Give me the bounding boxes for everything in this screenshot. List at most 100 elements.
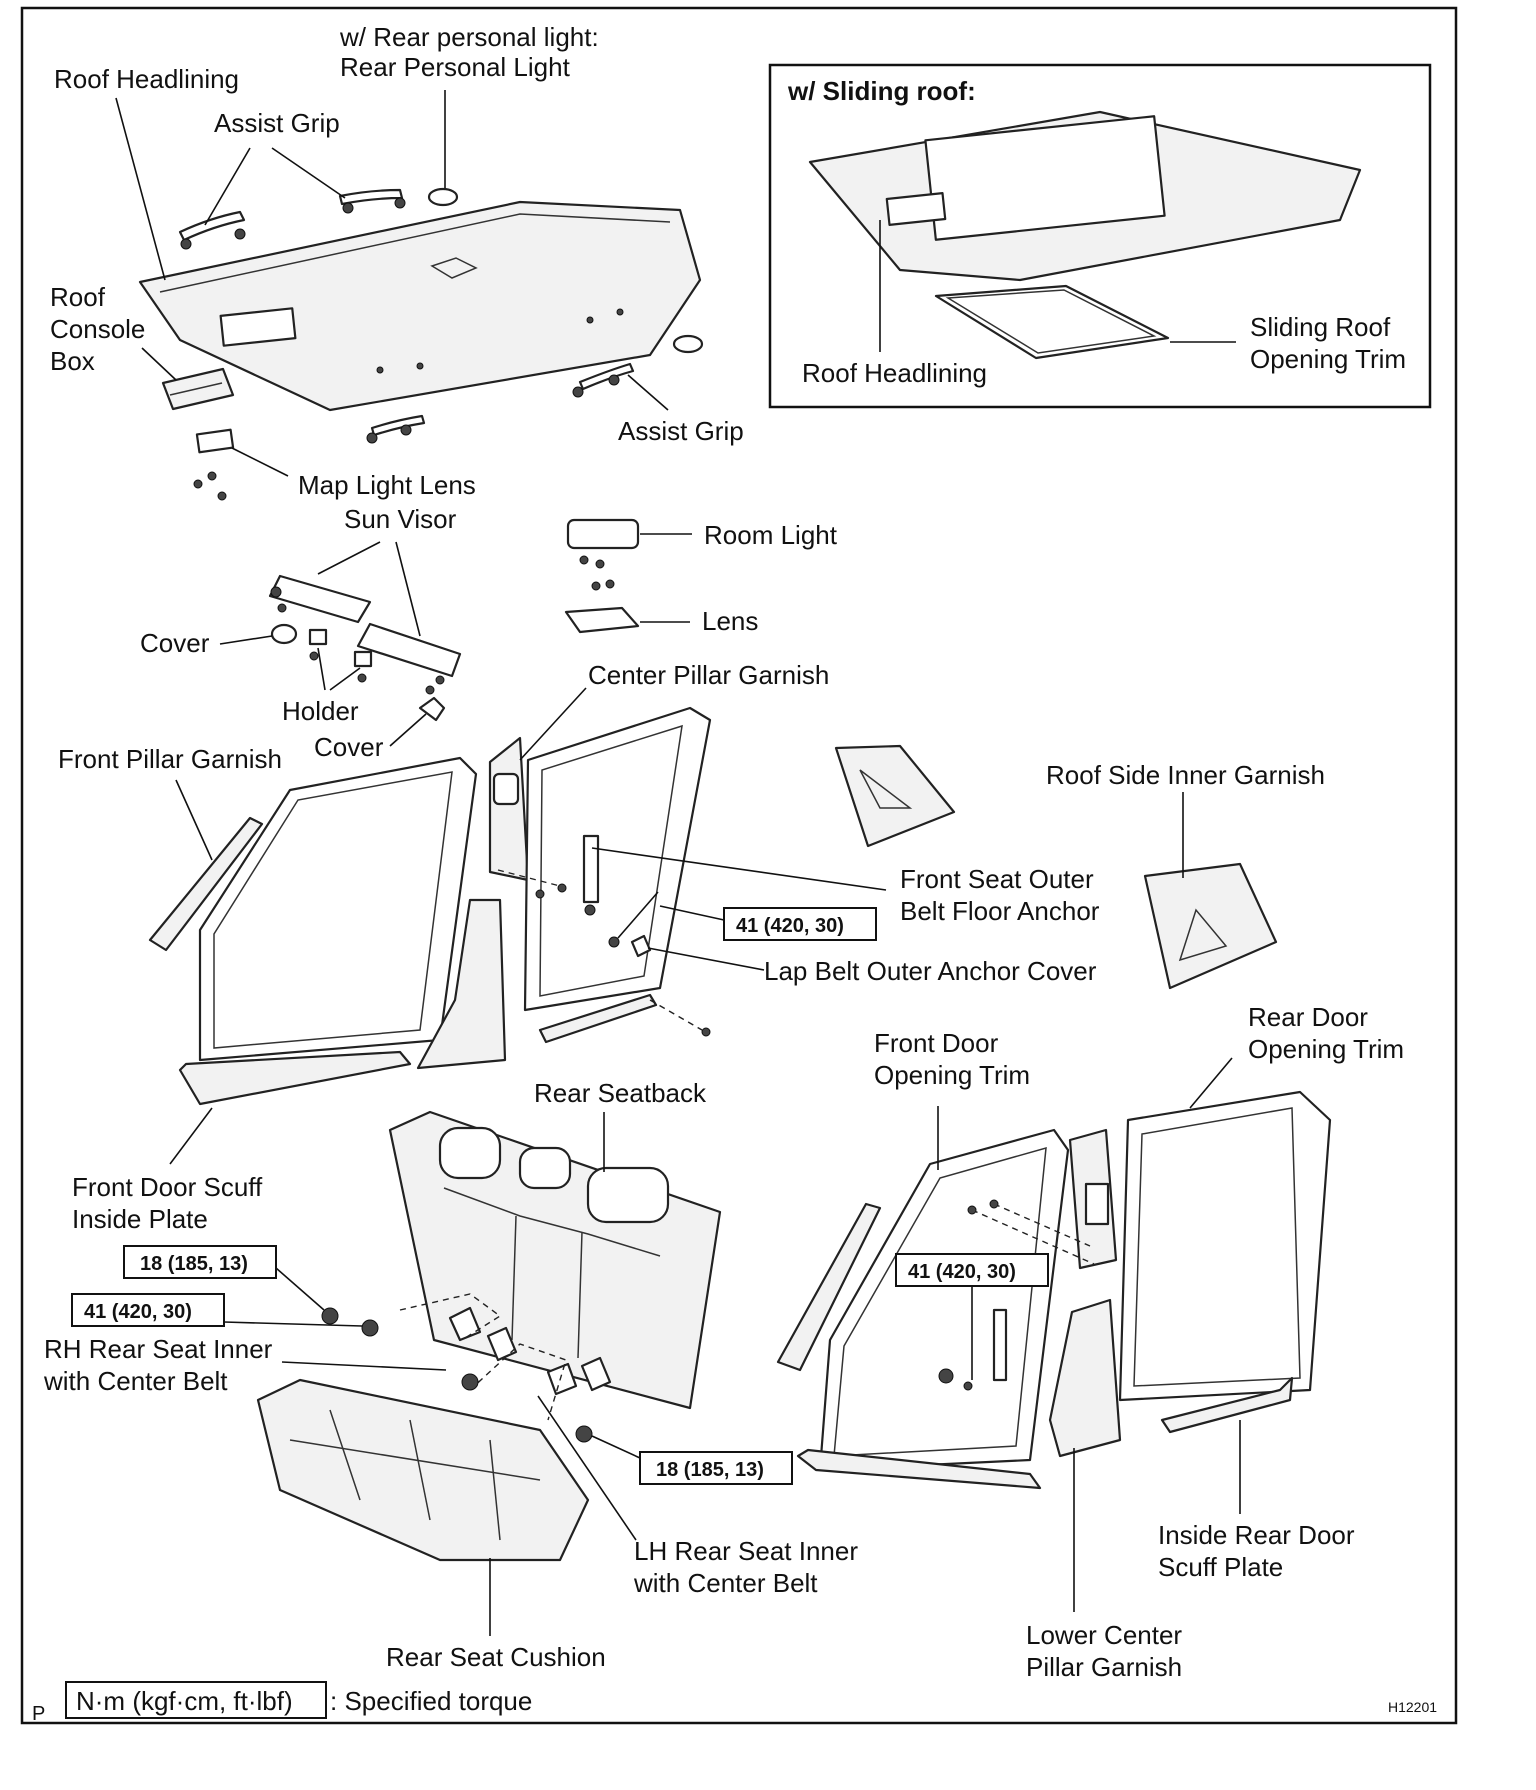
leader-rh-seat [281,1361,447,1371]
leader-assist-grip-2 [271,147,346,199]
label-rear-door-trim-1: Rear Door [1248,1002,1368,1032]
room-light-part [566,518,640,591]
map-light-lens-part [193,428,235,501]
torque-box-rear-belt: 41 (420, 30) [895,1253,1049,1287]
label-lower-center-1: Lower Center [1026,1620,1182,1650]
label-assist-grip-right: Assist Grip [618,416,744,446]
label-rh-rear-seat-2: with Center Belt [43,1366,228,1396]
leader-rear-door-trim [1189,1057,1233,1109]
leader-scuff [169,1107,213,1165]
label-lh-rear-seat-1: LH Rear Seat Inner [634,1536,858,1566]
label-inside-rear-scuff-2: Scuff Plate [1158,1552,1283,1582]
legend-unit-box: N·m (kgf·cm, ft·lbf) [76,1686,293,1716]
cover-part-left [270,623,298,645]
label-rh-rear-seat-1: RH Rear Seat Inner [44,1334,273,1364]
label-rear-seatback: Rear Seatback [534,1078,707,1108]
torque-legend: N·m (kgf·cm, ft·lbf) : Specified torque [65,1681,532,1719]
label-sliding-roof-title: w/ Sliding roof: [787,76,976,106]
leader-console [141,347,177,381]
assist-grip-right-part [572,334,704,398]
leader-torque-3 [223,1321,363,1327]
assist-grip-bottom-part [366,414,426,444]
label-lens: Lens [702,606,758,636]
legend-text: : Specified torque [330,1686,532,1716]
leader-roof-headlining [115,97,166,281]
torque-box-seat-upper: 18 (185, 13) [123,1245,277,1279]
label-sun-visor: Sun Visor [344,504,457,534]
label-front-door-scuff-2: Inside Plate [72,1204,208,1234]
rear-door-opening-trim-left [523,706,712,1012]
leader-front-seat-outer [591,847,887,891]
svg-text:41 (420, 30): 41 (420, 30) [908,1261,1016,1283]
svg-text:41 (420, 30): 41 (420, 30) [84,1301,192,1323]
torque-box-front-belt: 41 (420, 30) [723,907,877,941]
label-sliding-roof-headlining: Roof Headlining [802,358,987,388]
rear-personal-light-part [427,187,459,207]
seat-bolt-2 [361,1319,379,1337]
label-front-door-scuff-1: Front Door Scuff [72,1172,263,1202]
label-room-light: Room Light [704,520,838,550]
label-front-pillar-garnish: Front Pillar Garnish [58,744,282,774]
center-pillar-garnish-part [488,736,530,882]
leader-torque-2 [275,1267,325,1311]
front-door-scuff-part [178,1050,412,1106]
front-pillar-garnish-right-part [776,1202,882,1372]
label-rear-personal-light-2: Rear Personal Light [340,52,571,82]
leader-torque-4 [591,1435,641,1459]
label-rear-seat-cushion: Rear Seat Cushion [386,1642,606,1672]
seat-inner-belts-part [399,1293,612,1421]
assist-grip-top-right [338,188,406,214]
rear-seatback-part [388,1110,722,1410]
labels-layer: Roof Headlining Assist Grip w/ Rear pers… [43,22,1406,1682]
leader-map-light [231,447,289,477]
leader-lh-seat [537,1395,637,1541]
rear-belt-right-part [938,1308,1008,1391]
rear-door-opening-trim-right [1118,1090,1332,1402]
leader-assist-grip-right [627,374,669,411]
roof-side-garnish-upper-part [834,744,956,848]
front-door-opening-trim-left [198,756,478,1062]
leader-lap-belt [647,947,765,971]
label-inside-rear-scuff-1: Inside Rear Door [1158,1520,1355,1550]
label-rear-door-trim-2: Opening Trim [1248,1034,1404,1064]
label-center-pillar-garnish: Center Pillar Garnish [588,660,829,690]
label-roof-console-2: Console [50,314,145,344]
lap-belt-cover-part [630,934,652,958]
label-front-seat-outer-2: Belt Floor Anchor [900,896,1100,926]
label-sliding-roof-trim-2: Opening Trim [1250,344,1406,374]
front-seat-outer-belt-part [582,834,620,948]
roof-console-box-part [161,367,235,411]
label-cover-bottom: Cover [314,732,384,762]
sun-visor-right-part [356,622,462,695]
label-roof-console-3: Box [50,346,95,376]
holder-parts [308,628,373,683]
leader-torque-1 [659,905,725,921]
label-holder: Holder [282,696,359,726]
roof-side-inner-garnish-part [1143,862,1278,990]
dashed-rear-pillar [971,1209,1095,1265]
leader-assist-grip-1 [204,147,251,226]
seat-bolt-3 [461,1373,479,1391]
lens-part [564,606,640,634]
rear-seat-cushion-part [256,1378,590,1562]
seat-bolt-1 [321,1307,339,1325]
torque-box-seat-lower: 41 (420, 30) [71,1293,225,1327]
leader-holder-1 [317,647,326,691]
label-lower-center-2: Pillar Garnish [1026,1652,1182,1682]
leader-torque-1b [617,891,659,939]
label-assist-grip-top: Assist Grip [214,108,340,138]
leader-sun-visor-2 [395,541,421,637]
label-roof-console-1: Roof [50,282,106,312]
sliding-roof-opening-trim-part [934,284,1170,360]
label-front-seat-outer-1: Front Seat Outer [900,864,1094,894]
leader-holder-2 [329,667,361,691]
center-pillar-garnish-right-part [1068,1128,1118,1270]
seat-bolt-4 [575,1425,593,1443]
sun-visor-left-part [268,574,372,624]
label-front-door-trim-1: Front Door [874,1028,999,1058]
svg-text:18 (185, 13): 18 (185, 13) [656,1459,764,1481]
sliding-roof-headlining-part [808,110,1362,282]
label-lh-rear-seat-2: with Center Belt [633,1568,818,1598]
front-pillar-garnish-part [148,816,264,952]
